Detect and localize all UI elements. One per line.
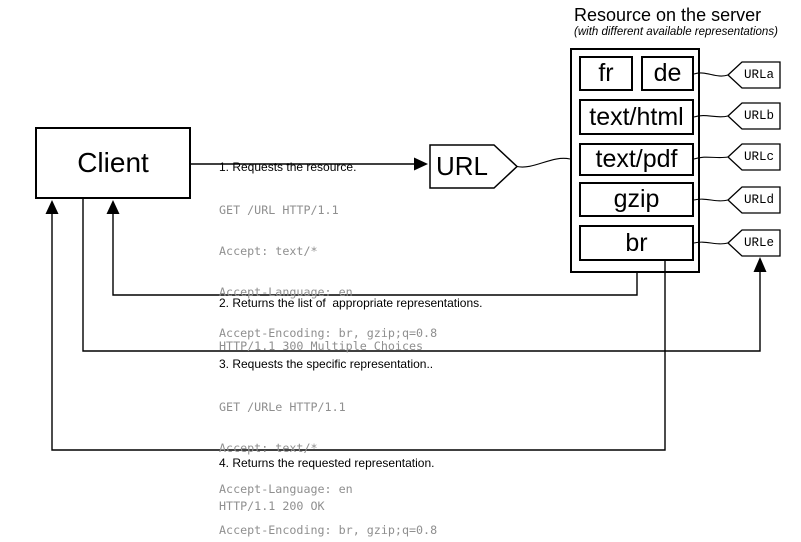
step-3-http-request: GET /URLe HTTP/1.1 Accept: text/* Accept… [219, 374, 437, 542]
step-4-title: 4. Returns the requested representation. [219, 456, 435, 470]
representation-label: br [625, 228, 648, 257]
representation-label: text/pdf [595, 145, 678, 173]
step-4-http-response: HTTP/1.1 200 OK Content-Location: /URLe … [219, 473, 434, 542]
representation-fr: fr [579, 56, 633, 91]
arrowhead-step3-icon [753, 257, 767, 272]
url-tag-a-shape [727, 61, 781, 89]
url-tag-c-shape [727, 143, 781, 171]
arrowhead-step2-icon [106, 200, 120, 214]
step-1-http-request: GET /URL HTTP/1.1 Accept: text/* Accept-… [219, 177, 437, 367]
representation-de: de [641, 56, 694, 91]
http-line: GET /URLe HTTP/1.1 [219, 400, 346, 415]
step-1-title: 1. Requests the resource. [219, 160, 357, 174]
representation-gzip: gzip [579, 182, 694, 217]
http-line: HTTP/1.1 200 OK [219, 499, 325, 514]
representation-br: br [579, 225, 694, 261]
http-line: Accept: text/* [219, 243, 318, 258]
client-box: Client [35, 127, 191, 199]
arrow-line-step3 [82, 199, 761, 352]
http-line: Accept-Encoding: br, gzip;q=0.8 [219, 522, 438, 537]
client-label: Client [77, 147, 149, 178]
connector-textpdf-to-urlc [693, 156, 729, 160]
arrowhead-step4-icon [45, 200, 59, 214]
connector-de-to-urla [693, 72, 729, 77]
step-3-title: 3. Requests the specific representation.… [219, 357, 434, 371]
step-2-http-response: HTTP/1.1 300 Multiple Choices [219, 313, 482, 381]
step-3-annotation: 3. Requests the specific representation.… [219, 357, 437, 542]
arrow-line-step2 [112, 214, 638, 296]
step-4-annotation: 4. Returns the requested representation.… [219, 456, 434, 542]
connector-texthtml-to-urlb [693, 115, 729, 118]
url-tag-e-label: URLe [743, 236, 774, 250]
step-2-annotation: 2. Returns the list of appropriate repre… [219, 296, 482, 381]
arrowhead-step1-icon [414, 157, 428, 171]
url-tag-b-shape [727, 102, 781, 130]
http-line: Accept-Language: en [219, 284, 353, 299]
http-line: Accept-Encoding: br, gzip;q=0.8 [219, 325, 438, 340]
url-pentagon-shape [429, 144, 519, 189]
connector-br-to-urle [693, 241, 729, 245]
http-line: GET /URL HTTP/1.1 [219, 203, 339, 218]
connector-url-to-server [516, 157, 571, 168]
http-line: Content-Location: /URLe [219, 540, 434, 542]
url-tag-e-shape [727, 229, 781, 257]
url-tag-b-label: URLb [743, 109, 774, 123]
arrow-line-step4 [51, 214, 666, 451]
http-line: HTTP/1.1 300 Multiple Choices [219, 339, 424, 354]
http-line: Accept-Language: en [219, 481, 353, 496]
server-title: Resource on the server [574, 5, 762, 25]
representation-label: gzip [613, 185, 660, 213]
url-tag-a-label: URLa [743, 68, 774, 82]
server-subtitle: (with different available representation… [574, 26, 778, 38]
url-tag-d-shape [727, 186, 781, 214]
representation-label: fr [598, 59, 614, 87]
url-tag-d-label: URLd [743, 193, 774, 207]
representation-text-html: text/html [579, 99, 694, 135]
representation-text-pdf: text/pdf [579, 143, 694, 176]
step-2-title: 2. Returns the list of appropriate repre… [219, 296, 483, 310]
url-node-label: URL [435, 151, 488, 181]
step-1-annotation: 1. Requests the resource. GET /URL HTTP/… [219, 160, 437, 367]
representation-label: text/html [589, 102, 684, 131]
http-line: Accept: text/* [219, 440, 318, 455]
connector-gzip-to-urld [693, 198, 729, 202]
url-tag-c-label: URLc [743, 150, 774, 164]
representation-label: de [653, 59, 682, 87]
